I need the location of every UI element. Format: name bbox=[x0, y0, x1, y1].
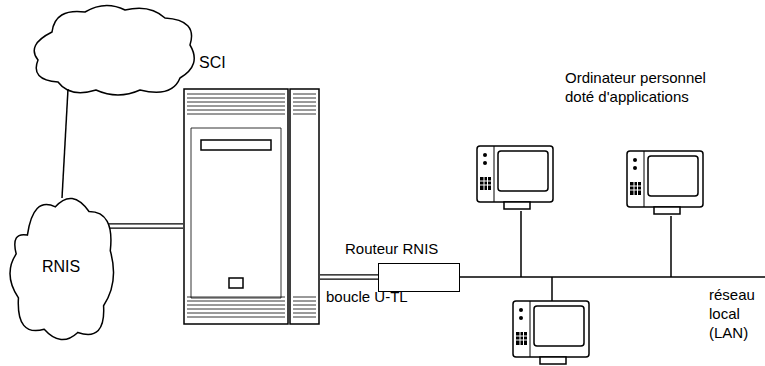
cabinet-part bbox=[187, 114, 285, 115]
cabinet-part bbox=[293, 102, 316, 103]
cabinet-part bbox=[187, 305, 285, 306]
cabinet-part bbox=[229, 278, 243, 288]
pc-drop bbox=[551, 277, 553, 302]
connector-line bbox=[103, 228, 183, 229]
double-line-connector bbox=[320, 275, 378, 279]
cabinet-part bbox=[187, 309, 285, 310]
pc-drop bbox=[520, 211, 522, 277]
cloud-label: RNIS bbox=[42, 258, 80, 276]
cabinet-part bbox=[191, 128, 281, 129]
connector-line bbox=[320, 274, 378, 275]
cabinet-part bbox=[184, 89, 288, 324]
cabinet-part bbox=[290, 89, 319, 324]
cabinet-part bbox=[293, 309, 316, 310]
double-line-connector bbox=[103, 224, 183, 228]
cabinet-part bbox=[293, 301, 316, 302]
cabinet-part bbox=[191, 128, 192, 298]
cabinet-part bbox=[293, 317, 316, 318]
cabinet-part bbox=[293, 94, 316, 95]
cabinet-part bbox=[281, 128, 282, 298]
cabinet-drawing bbox=[183, 88, 320, 325]
cabinet-part bbox=[187, 102, 285, 103]
connector-line bbox=[103, 223, 183, 224]
node-heading: SCI bbox=[199, 54, 226, 72]
cabinet-part bbox=[187, 110, 285, 111]
router-box: Routeur RNIS bbox=[378, 263, 460, 292]
cabinet-part bbox=[187, 94, 285, 95]
lan-caption: réseau local (LAN) bbox=[709, 285, 761, 342]
connector-line bbox=[320, 279, 378, 280]
lan-line bbox=[460, 276, 765, 278]
cabinet-part bbox=[293, 98, 316, 99]
pc-icon bbox=[513, 301, 589, 364]
network-cloud: RNIS bbox=[5, 188, 117, 345]
cabinet-part bbox=[187, 313, 285, 314]
cabinet-part bbox=[293, 297, 316, 298]
pc-icon bbox=[477, 146, 553, 209]
pc-icon bbox=[627, 151, 703, 214]
cabinet-part bbox=[293, 114, 316, 115]
connector-label: boucle U-TL bbox=[326, 287, 408, 306]
cabinet-part bbox=[293, 106, 316, 107]
cabinet-part bbox=[293, 313, 316, 314]
cabinet-part bbox=[187, 301, 285, 302]
cloud-shape bbox=[34, 5, 194, 95]
cabinet-part bbox=[187, 297, 285, 298]
cloud-link bbox=[62, 89, 68, 198]
cabinet-part bbox=[187, 106, 285, 107]
switch-cabinet: SCI bbox=[183, 88, 320, 325]
cabinet-part bbox=[187, 317, 285, 318]
pc-caption: Ordinateur personnel doté d'applications bbox=[565, 68, 737, 106]
cabinet-part bbox=[201, 140, 271, 150]
pc-drop bbox=[670, 216, 672, 277]
cabinet-part bbox=[293, 110, 316, 111]
cabinet-part bbox=[293, 305, 316, 306]
cabinet-part bbox=[191, 298, 281, 299]
node-heading: Routeur RNIS bbox=[345, 240, 438, 258]
cabinet-part bbox=[187, 98, 285, 99]
cloud-path bbox=[10, 198, 114, 339]
